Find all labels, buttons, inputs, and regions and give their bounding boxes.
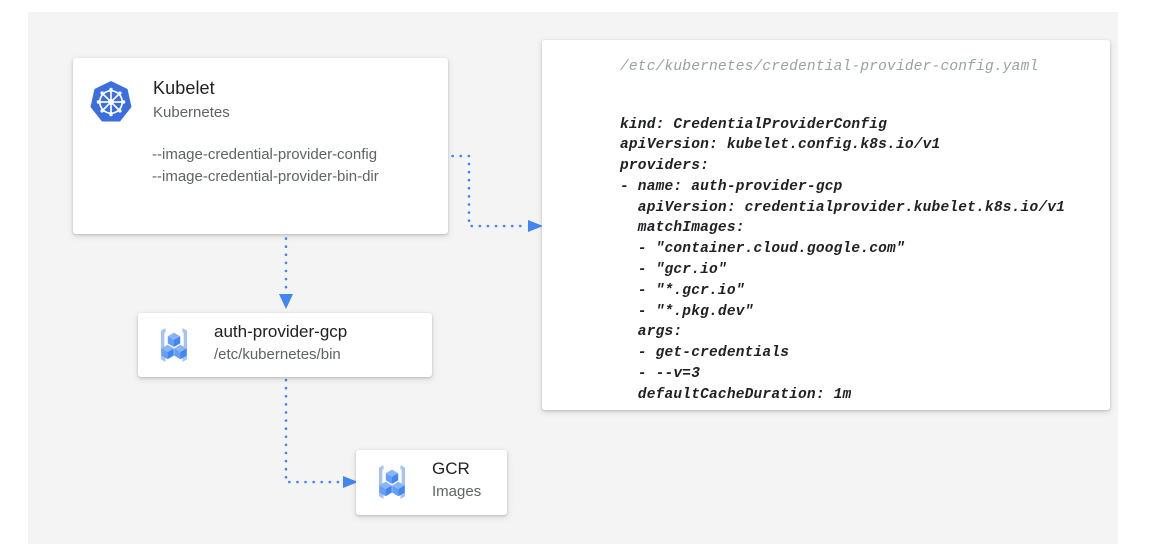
credential-provider-config-panel[interactable]: /etc/kubernetes/credential-provider-conf…: [542, 40, 1110, 410]
auth-provider-gcp-card-title: auth-provider-gcp: [214, 322, 348, 341]
gcr-card-title: GCR: [432, 459, 470, 478]
cube-top: [385, 469, 399, 484]
cube-top: [167, 332, 181, 347]
cube-bottom-left: [379, 481, 392, 497]
cube-bottom-right: [392, 481, 405, 497]
gcr-card[interactable]: GCR Images: [356, 450, 507, 515]
yaml-file-path: /etc/kubernetes/credential-provider-conf…: [620, 59, 1039, 75]
kubelet-flag-image-credential-provider-bin-dir: --image-credential-provider-bin-dir: [152, 168, 379, 185]
cube-bottom-left: [161, 344, 174, 360]
kubernetes-logo-icon: [90, 81, 132, 122]
auth-provider-gcp-card[interactable]: auth-provider-gcp /etc/kubernetes/bin: [138, 313, 432, 377]
auth-provider-gcp-card-subtitle: /etc/kubernetes/bin: [214, 346, 341, 363]
cube-bottom-right: [174, 344, 187, 360]
gcp-container-registry-icon: [379, 465, 405, 499]
kubelet-card[interactable]: Kubelet Kubernetes --image-credential-pr…: [73, 58, 448, 234]
gcp-container-registry-icon: [161, 328, 187, 362]
kubelet-flag-image-credential-provider-config: --image-credential-provider-config: [152, 146, 378, 163]
kubelet-card-subtitle: Kubernetes: [153, 104, 230, 121]
gcr-card-subtitle: Images: [432, 483, 482, 500]
yaml-content: kind: CredentialProviderConfig apiVersio…: [620, 116, 1066, 403]
kubelet-card-title: Kubelet: [153, 78, 215, 98]
